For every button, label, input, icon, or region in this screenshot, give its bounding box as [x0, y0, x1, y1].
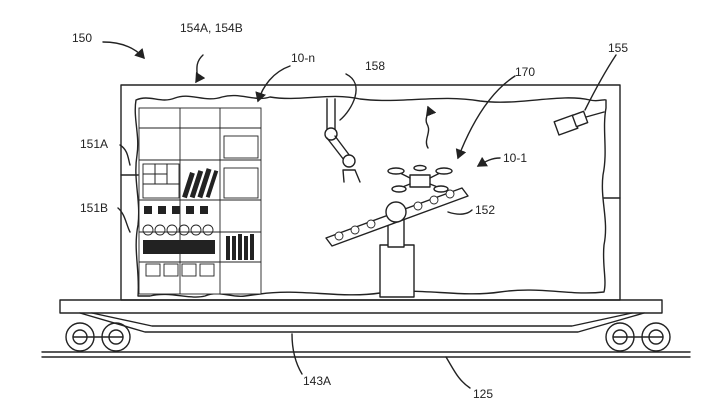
reference-labels: 150 154A, 154B 10-n 158 170 155 151A 151…: [72, 21, 628, 401]
label-track: 125: [473, 387, 493, 401]
label-robotic-arm: 158: [365, 59, 385, 73]
wheel-set-right: [605, 322, 671, 352]
container-body: [120, 84, 621, 301]
shelf-books: [182, 168, 254, 260]
conveyor: [325, 187, 469, 298]
flight-path-arrow: [425, 105, 437, 149]
label-camera: 155: [608, 41, 628, 55]
storage-shelving: [138, 107, 262, 295]
label-items: 10-n: [291, 51, 315, 65]
label-walls: 154A, 154B: [180, 21, 243, 35]
robotic-arm: [324, 98, 361, 183]
label-panel-b: 151B: [80, 201, 108, 215]
shelf-bottles: [142, 206, 214, 236]
railcar-chassis: [59, 299, 663, 333]
shelf-bins: [142, 135, 259, 199]
label-chassis: 143A: [303, 374, 331, 388]
wheel-set-left: [65, 322, 131, 352]
label-panel-a: 151A: [80, 137, 108, 151]
aerial-vehicle: [387, 164, 453, 193]
camera-icon: [553, 110, 605, 136]
shelf-boxes: [143, 240, 215, 277]
label-fulfillment: 170: [515, 65, 535, 79]
label-conveyor: 152: [475, 203, 495, 217]
leader-lines: [102, 41, 617, 389]
label-aerial-vehicle: 10-1: [503, 151, 527, 165]
rail-track: [41, 351, 691, 358]
label-railcar: 150: [72, 31, 92, 45]
